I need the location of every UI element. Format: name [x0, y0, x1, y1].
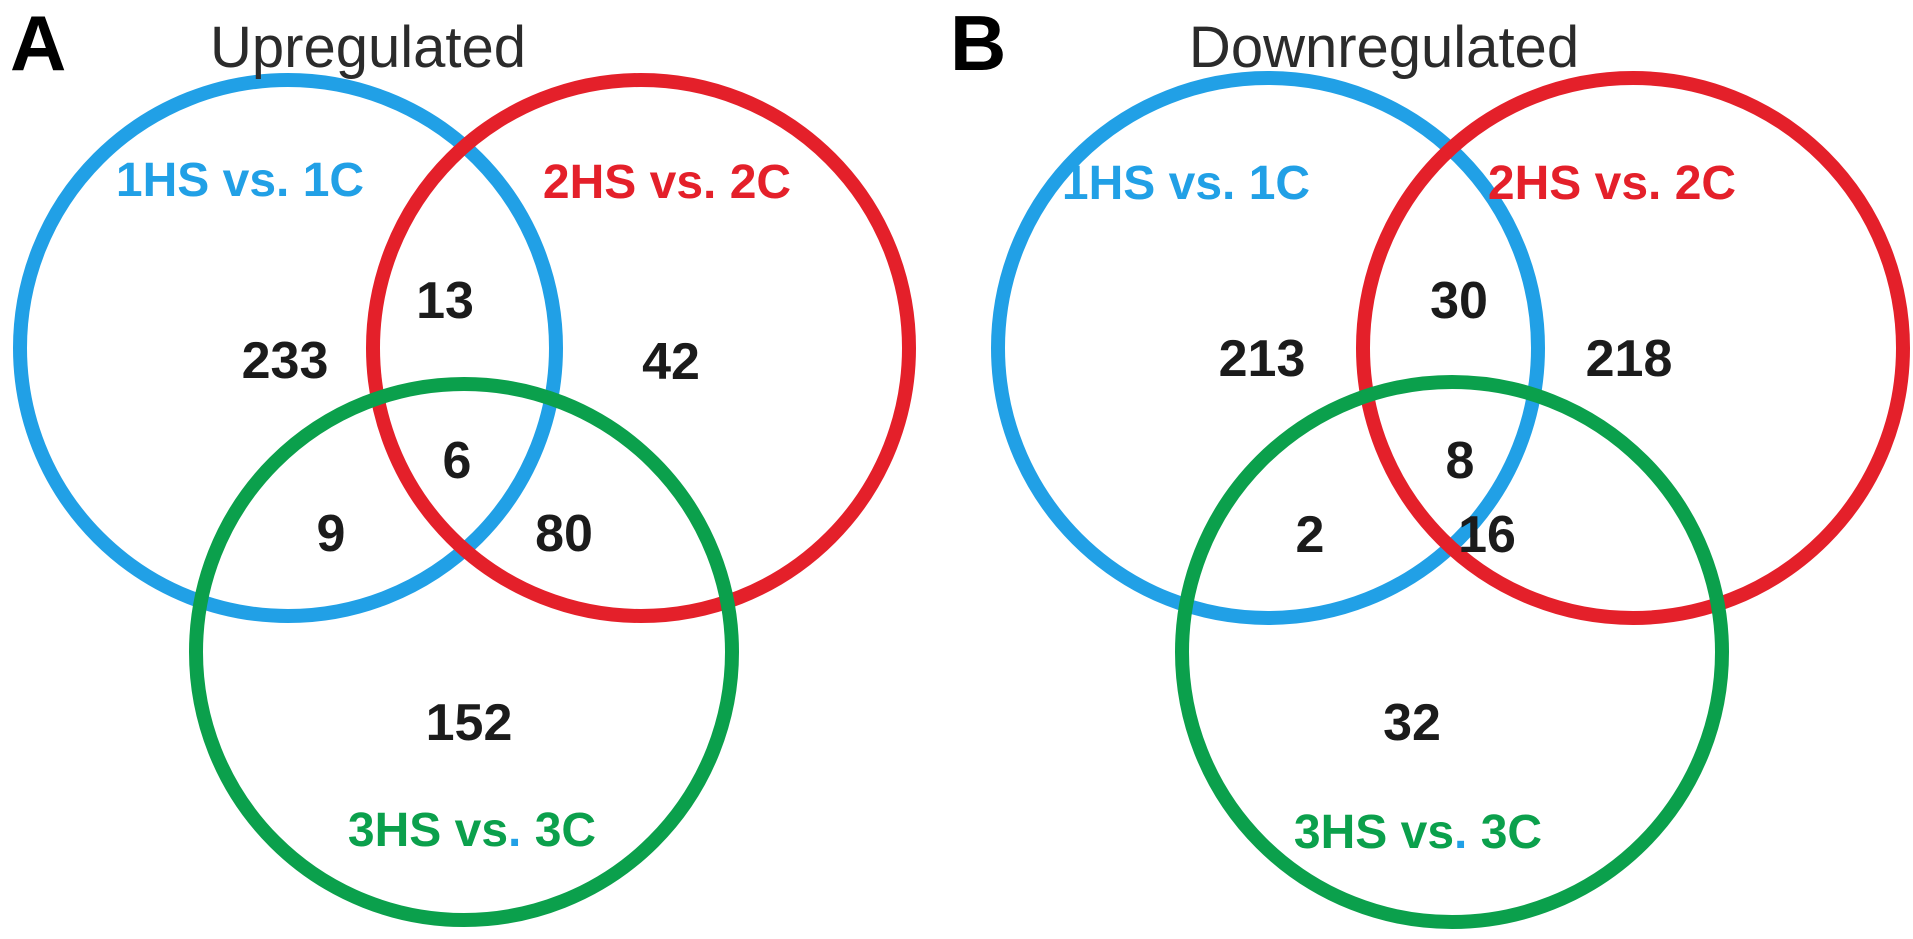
panel-a-label-2hs-vs-2c: 2HS vs. 2C — [542, 156, 792, 209]
panel-a-circle-1hs-vs-1c — [13, 73, 563, 623]
panel-b-label-3hs-vs-3c: 3HS vs. 3C — [1294, 809, 1542, 857]
panel-b-circle-1hs-vs-1c — [991, 71, 1545, 625]
panel-b-circle-2hs-vs-2c — [1356, 71, 1910, 625]
panel-b-count-3hs-only: 32 — [1383, 694, 1441, 752]
panel-a-title: Upregulated — [210, 15, 526, 80]
panel-a-label-3hs-suffix: 3C — [521, 804, 597, 857]
panel-b-label-2hs-vs-2c: 2HS vs. 2C — [1487, 157, 1737, 210]
panel-b-count-2hs-3hs: 16 — [1458, 506, 1516, 564]
panel-a-count-1hs-2hs: 13 — [416, 272, 474, 330]
panel-b-title: Downregulated — [1188, 15, 1580, 80]
panel-a-label-3hs-dot: . — [508, 804, 522, 857]
panel-a-circle-3hs-vs-3c — [189, 377, 739, 927]
panel-b-count-1hs-3hs: 2 — [1295, 506, 1325, 564]
panel-b-label-3hs-prefix: 3HS vs — [1293, 806, 1455, 859]
panel-b-letter: B — [950, 0, 1006, 87]
panel-b-count-1hs-only: 213 — [1218, 330, 1306, 388]
panel-a-count-3hs-only: 152 — [425, 694, 513, 752]
panel-a-count-2hs-3hs: 80 — [535, 505, 593, 563]
panel-a-count-2hs-only: 42 — [642, 333, 700, 391]
panel-b-label-3hs-suffix: 3C — [1467, 806, 1543, 859]
panel-b-count-1hs-2hs: 30 — [1430, 272, 1488, 330]
panel-a-count-all-three: 6 — [442, 432, 472, 490]
panel-a-count-1hs-3hs: 9 — [316, 505, 346, 563]
panel-b-label-1hs-vs-1c: 1HS vs. 1C — [1061, 157, 1311, 210]
panel-b-count-2hs-only: 218 — [1585, 330, 1673, 388]
panel-a-label-3hs-prefix: 3HS vs — [347, 804, 509, 857]
panel-a-circle-2hs-vs-2c — [366, 73, 916, 623]
panel-b-label-3hs-dot: . — [1454, 806, 1468, 859]
panel-a-label-1hs-vs-1c: 1HS vs. 1C — [115, 154, 365, 207]
panel-b-circle-3hs-vs-3c — [1175, 375, 1729, 929]
panel-a-count-1hs-only: 233 — [241, 332, 329, 390]
panel-b-count-all-three: 8 — [1445, 432, 1475, 490]
panel-a-letter: A — [10, 0, 66, 87]
panel-a-label-3hs-vs-3c: 3HS vs. 3C — [348, 807, 596, 855]
